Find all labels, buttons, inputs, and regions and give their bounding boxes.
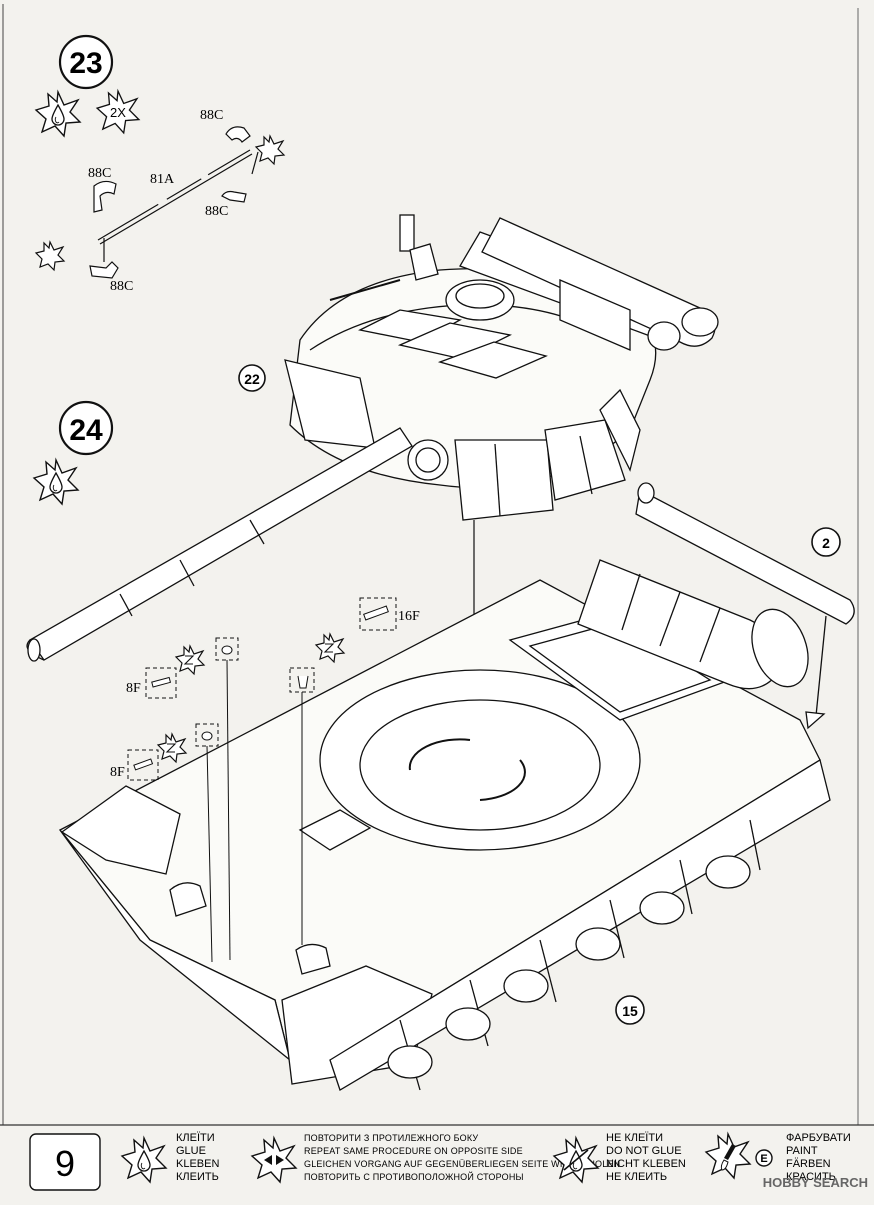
part-label: 88C xyxy=(110,279,133,294)
part-label: 88C xyxy=(200,108,223,123)
part-label: 8F xyxy=(126,681,141,696)
rail-part xyxy=(635,482,855,730)
step-number-badge xyxy=(58,400,114,456)
part-label: 88C xyxy=(205,204,228,219)
paint-brush-icon xyxy=(705,1133,751,1179)
paint-badge-letter: E xyxy=(760,1153,767,1165)
watermark: HOBBY SEARCH xyxy=(763,1175,868,1190)
glue-drop-icon xyxy=(35,241,65,271)
glue-drop-icon xyxy=(255,135,285,165)
legend-noglue-line: НЕ КЛЕИТЬ xyxy=(606,1171,667,1183)
callout-badge xyxy=(811,527,841,557)
legend-paint-line: КРАСИТЬ xyxy=(786,1171,836,1183)
part-label: 81A xyxy=(150,172,175,187)
glue-drop-icon xyxy=(315,633,345,663)
callout-badge xyxy=(238,364,266,392)
turret-drawing xyxy=(26,214,719,662)
legend-noglue-line: NICHT KLEBEN xyxy=(606,1158,686,1170)
part-boxes xyxy=(127,597,397,781)
legend-glue-line: GLUE xyxy=(176,1145,206,1157)
callout-number: 22 xyxy=(244,371,260,387)
glue-drop-icon xyxy=(33,459,79,505)
callout-number: 15 xyxy=(622,1003,638,1019)
glue-drop-icon xyxy=(175,645,205,675)
step-24: 24 xyxy=(33,400,114,505)
legend-paint-line: FÄRBEN xyxy=(786,1158,831,1170)
step-number-badge xyxy=(58,34,114,90)
glue-drop-icon xyxy=(157,733,187,763)
legend-repeat-line: REPEAT SAME PROCEDURE ON OPPOSITE SIDE xyxy=(304,1146,523,1156)
callout-number: 2 xyxy=(822,535,830,551)
antenna-parts xyxy=(89,126,253,279)
small-parts xyxy=(133,605,389,771)
repeat-count: 2X xyxy=(110,105,126,120)
legend-repeat-line: ПОВТОРИТЬ С ПРОТИВОПОЛОЖНОЙ СТОРОНЫ xyxy=(304,1171,524,1182)
legend-bar: 9 КЛЕЇТИ GLUE KLEBEN КЛЕИТЬ ПОВТОРИТИ З … xyxy=(29,1132,851,1191)
repeat-arrows-icon xyxy=(251,1137,297,1183)
legend-glue-line: КЛЕИТЬ xyxy=(176,1171,219,1183)
legend-repeat-line: ПОВТОРИТИ З ПРОТИЛЕЖНОГО БОКУ xyxy=(304,1133,478,1143)
step-23: 23 2X 88C 81A 88C 88C 88C xyxy=(35,34,285,294)
part-label: 88C xyxy=(88,166,111,181)
legend-noglue-line: НЕ КЛЕЇТИ xyxy=(606,1132,663,1144)
step-number: 23 xyxy=(69,47,102,80)
page-number: 9 xyxy=(55,1143,75,1184)
glue-drop-icon xyxy=(121,1137,167,1183)
legend-noglue-line: DO NOT GLUE xyxy=(606,1145,682,1157)
legend-glue-line: КЛЕЇТИ xyxy=(176,1132,215,1144)
glue-drop-icon xyxy=(35,91,81,137)
legend-glue-line: KLEBEN xyxy=(176,1158,219,1170)
part-label: 16F xyxy=(398,609,420,624)
step-number: 24 xyxy=(69,414,103,447)
no-glue-icon xyxy=(553,1137,599,1183)
part-label: 8F xyxy=(110,765,125,780)
legend-paint-line: ФАРБУВАТИ xyxy=(786,1132,851,1144)
legend-paint-line: PAINT xyxy=(786,1145,818,1157)
callout-badge xyxy=(615,995,645,1025)
legend-repeat-line: GLEICHEN VORGANG AUF GEGENÜBERLIEGEN SEI… xyxy=(304,1159,620,1169)
paint-badge xyxy=(755,1149,773,1167)
page-number-box xyxy=(29,1133,101,1191)
hull-drawing xyxy=(58,559,831,1091)
part-guide-lines xyxy=(206,659,303,963)
